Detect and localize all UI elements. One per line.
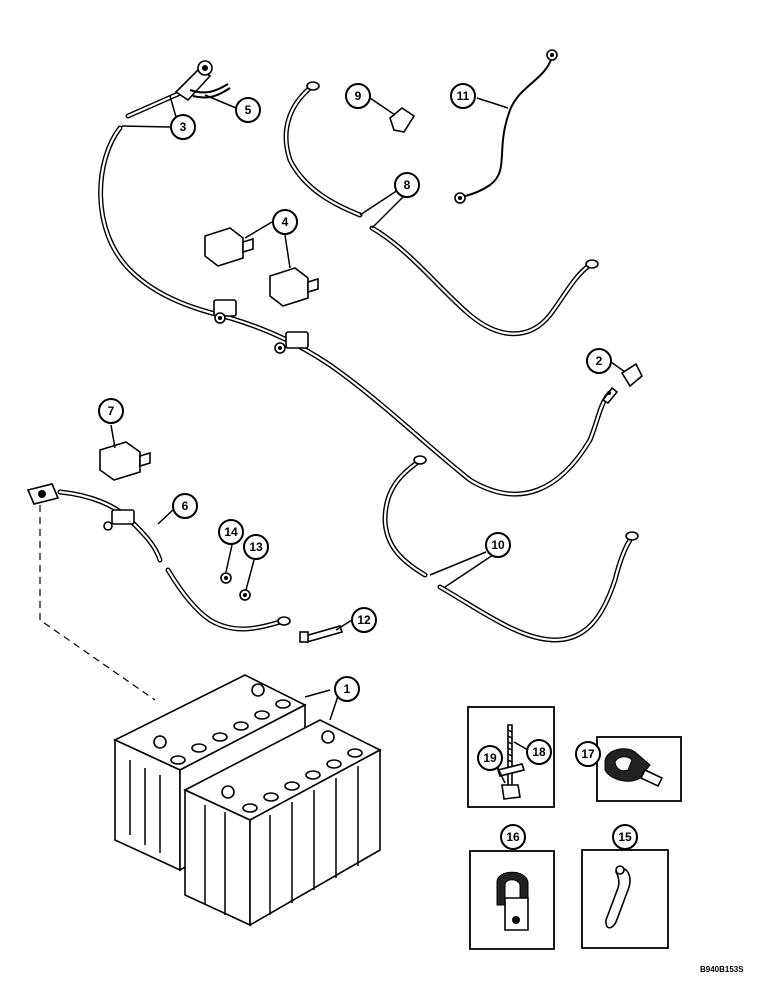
cable-3 [98,91,619,497]
cable-8 [283,81,599,337]
callout-19: 19 [477,745,503,771]
terminal-cover-4a [204,227,254,267]
svg-text:6: 6 [182,499,189,513]
detail-box-17 [596,736,682,802]
svg-text:2: 2 [596,354,603,368]
callout-17: 17 [575,741,601,767]
dashed-connection-line [39,505,156,701]
svg-text:19: 19 [483,751,497,765]
svg-text:10: 10 [491,538,505,552]
callout-2: 2 [586,348,612,374]
svg-text:16: 16 [506,830,520,844]
callout-14: 14 [218,519,244,545]
svg-text:11: 11 [457,89,470,103]
svg-text:13: 13 [249,540,263,554]
svg-text:9: 9 [355,89,362,103]
callout-1: 1 [334,676,360,702]
svg-text:3: 3 [180,120,187,134]
cable-clamp-lower [274,331,309,354]
callout-11: 11 [450,83,476,109]
terminal-boot-9 [389,107,416,133]
terminal-cover-7 [99,441,151,481]
svg-text:18: 18 [532,745,546,759]
callout-7: 7 [98,398,124,424]
callout-5: 5 [235,97,261,123]
svg-text:17: 17 [581,747,595,761]
callout-12: 12 [351,607,377,633]
svg-text:5: 5 [245,103,252,117]
svg-text:14: 14 [224,525,238,539]
svg-text:1: 1 [344,682,351,696]
leader-lines [110,94,626,784]
cable-6 [26,483,291,632]
terminal-boot-2 [620,362,643,388]
callout-4: 4 [272,209,298,235]
terminal-cover-4b [269,267,319,307]
svg-text:15: 15 [618,830,632,844]
detail-box-15 [581,849,669,949]
callout-16: 16 [500,824,526,850]
svg-text:4: 4 [282,215,289,229]
nut-13 [239,589,251,601]
cable-5 [189,83,231,99]
detail-box-16 [469,850,555,950]
callout-13: 13 [243,534,269,560]
callout-18: 18 [526,739,552,765]
callout-6: 6 [172,493,198,519]
cable-11 [454,49,558,204]
callout-9: 9 [345,83,371,109]
svg-text:8: 8 [404,178,411,192]
battery-front [183,719,382,927]
drawing-id: B940B153S [700,965,744,974]
svg-text:7: 7 [108,404,115,418]
callout-15: 15 [612,824,638,850]
cable-3-battery-terminal [174,60,213,102]
callout-10: 10 [485,532,511,558]
nut-14 [220,572,232,584]
bolt-12 [299,625,344,643]
callout-3: 3 [170,114,196,140]
cable-10 [382,455,639,643]
cable-clamp-upper [213,299,237,324]
callout-8: 8 [394,172,420,198]
svg-text:12: 12 [357,613,371,627]
